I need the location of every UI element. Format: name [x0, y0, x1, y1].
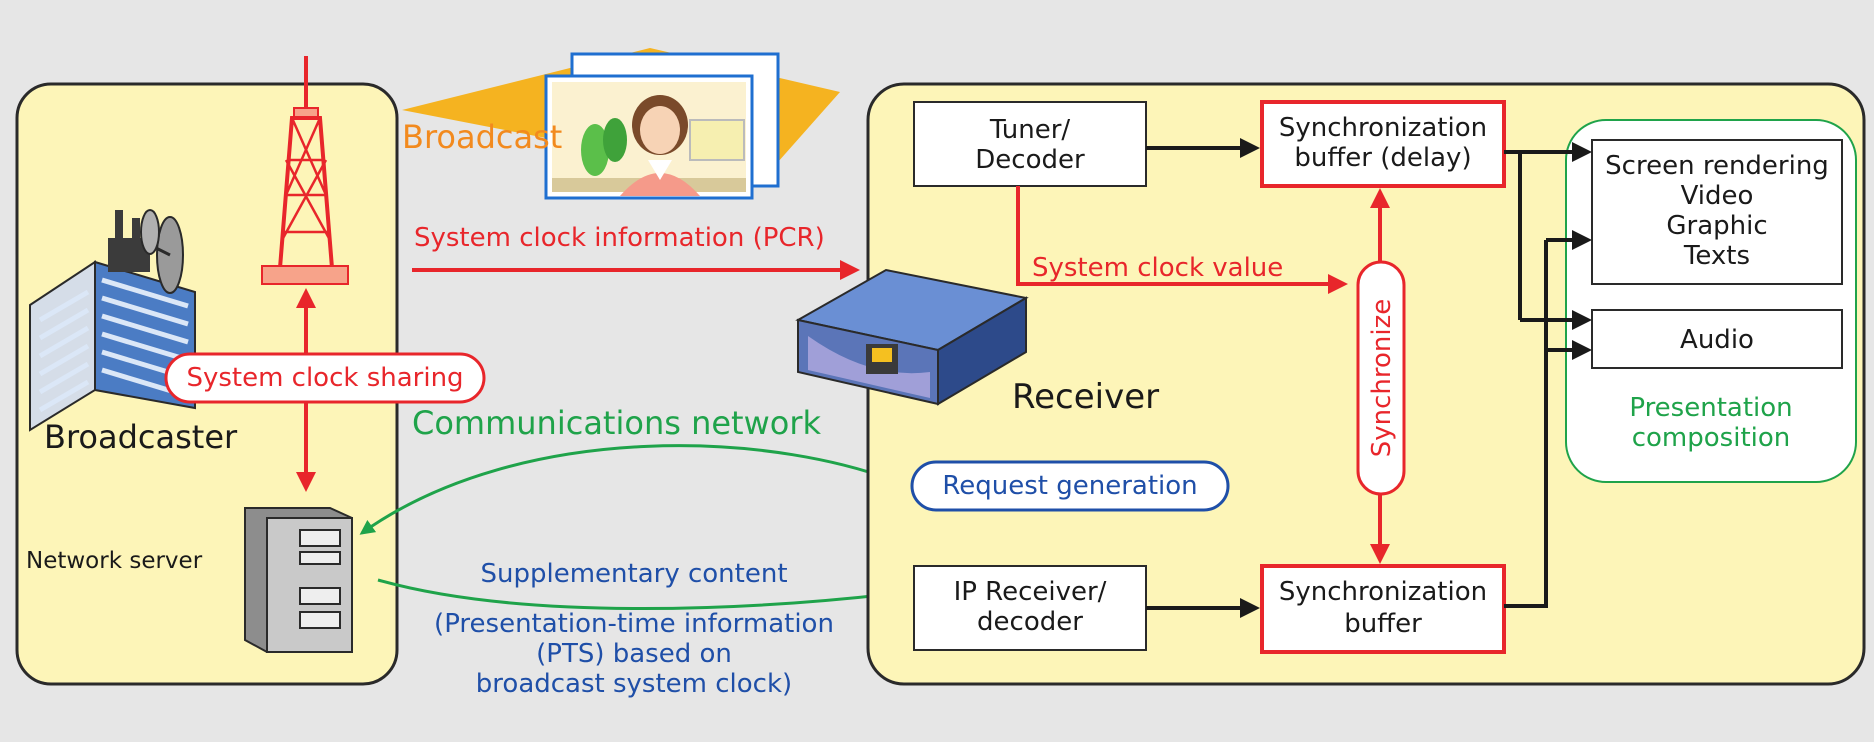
communications-network-label: Communications network	[412, 404, 821, 442]
sync-buffer-line-1: Synchronization	[1279, 577, 1487, 607]
buffer-output-line	[1504, 240, 1548, 608]
sync-buffer-delay-line-1: Synchronization	[1279, 113, 1487, 143]
audio-box	[1591, 309, 1843, 369]
synchronize-label: Synchronize	[1367, 299, 1397, 458]
tuner-line-2: Decoder	[975, 145, 1085, 175]
sync-buffer-delay-line-2: buffer (delay)	[1294, 143, 1471, 173]
sync-buffer-box	[1260, 564, 1506, 654]
tuner-line-1: Tuner/	[989, 115, 1071, 145]
sync-buffer-delay-box	[1260, 100, 1506, 188]
synchronize-pill	[1356, 260, 1406, 496]
tuner-decoder-box	[913, 101, 1147, 187]
tv-presenter-icon	[544, 52, 780, 200]
broadcaster-label: Broadcaster	[44, 418, 238, 456]
server-tower-icon	[244, 507, 353, 653]
system-clock-value-arrow	[1016, 186, 1348, 294]
clock-sharing-label: System clock sharing	[186, 363, 463, 393]
ip-line-1: IP Receiver/	[954, 577, 1107, 607]
supplementary-line-4: broadcast system clock)	[476, 669, 792, 699]
supplementary-line-3: (PTS) based on	[536, 639, 732, 669]
sync-buffer-line-2: buffer	[1344, 609, 1422, 639]
request-generation-pill	[910, 460, 1230, 512]
audio-label: Audio	[1680, 325, 1754, 355]
request-generation-label: Request generation	[942, 471, 1197, 501]
supplementary-line-1: Supplementary content	[480, 559, 787, 589]
screen-line-3: Graphic	[1666, 211, 1767, 241]
screen-line-1: Screen rendering	[1605, 151, 1829, 181]
ip-receiver-box	[913, 565, 1147, 651]
clock-sharing-pill	[164, 352, 486, 404]
request-arrow	[359, 444, 913, 535]
receiver-label: Receiver	[1012, 377, 1159, 417]
broadcast-label: Broadcast	[402, 118, 562, 156]
screen-line-4: Texts	[1683, 241, 1750, 271]
composition-line-2: composition	[1632, 423, 1791, 453]
ip-line-2: decoder	[977, 607, 1083, 637]
broadcast-tower-icon	[261, 56, 349, 285]
supplementary-line-2: (Presentation-time information	[434, 609, 834, 639]
pcr-label: System clock information (PCR)	[414, 223, 825, 253]
network-server-label: Network server	[26, 548, 203, 574]
supplementary-arrow	[377, 578, 911, 610]
system-clock-value-label: System clock value	[1032, 253, 1283, 283]
screen-rendering-box	[1591, 139, 1843, 285]
composition-line-1: Presentation	[1629, 393, 1792, 423]
set-top-box-icon	[795, 268, 1029, 406]
screen-line-2: Video	[1681, 181, 1754, 211]
